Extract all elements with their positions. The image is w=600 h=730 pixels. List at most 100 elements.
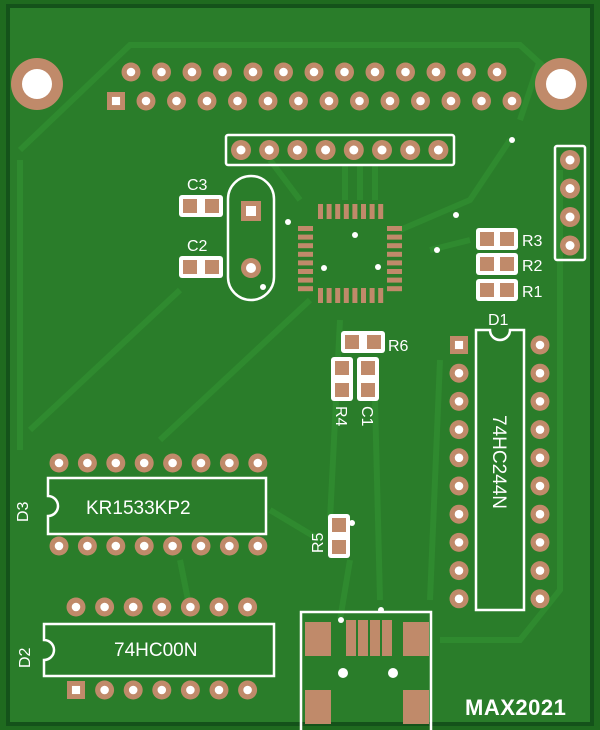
crystal-pads — [241, 201, 261, 278]
header-pin-hole — [264, 145, 274, 155]
via — [338, 617, 344, 623]
d2-part-number: 74HC00N — [114, 640, 197, 661]
via — [352, 232, 358, 238]
ic-pin-hole — [186, 685, 195, 695]
ic-pin-hole — [454, 368, 464, 378]
header-pin-hole — [565, 212, 575, 222]
ic-pad — [298, 243, 313, 249]
header-pin-hole — [462, 67, 471, 77]
header-pin-hole — [236, 145, 246, 155]
ic-pad — [298, 234, 313, 240]
ic-pad — [387, 286, 402, 292]
r6-label: R6 — [388, 338, 409, 355]
ic-pin-hole — [454, 340, 464, 350]
board-outline — [6, 4, 594, 726]
header-pin-hole — [126, 67, 136, 77]
r2-label: R2 — [522, 258, 543, 275]
d3-outline — [46, 476, 268, 536]
ic-pin-hole — [83, 541, 92, 551]
ic-pad — [387, 251, 402, 257]
ic-pad — [352, 204, 358, 219]
ic-pin-hole — [71, 602, 81, 612]
header-pin-hole — [477, 96, 486, 106]
usb-connector-outline — [299, 610, 433, 730]
ic-pin-hole — [454, 425, 464, 434]
ic-pad — [298, 226, 313, 231]
r5-label: R5 — [310, 532, 327, 553]
header-pin-hole — [446, 96, 456, 106]
header-pin-hole — [492, 67, 502, 77]
header-pin-hole — [157, 67, 166, 77]
ic-pin-hole — [196, 541, 206, 551]
ic-pin-hole — [454, 509, 464, 519]
d1-part-number: 74HC244N — [488, 415, 509, 509]
header-pin-hole — [324, 96, 334, 106]
ic-pad — [298, 286, 313, 292]
ic-pad — [387, 234, 402, 240]
microcontroller-footprint — [298, 204, 402, 303]
via — [509, 137, 515, 143]
header-pin-hole — [565, 184, 575, 193]
ic-pin-hole — [139, 541, 149, 551]
header-pin-hole — [279, 67, 288, 77]
ic-pin-hole — [454, 481, 464, 491]
capacitor-c2 — [179, 256, 223, 278]
d3-part-number: KR1533KP2 — [86, 498, 191, 519]
via — [285, 219, 291, 225]
ic-pin-hole — [454, 566, 464, 575]
ic-pad — [298, 251, 313, 257]
ic-pad — [298, 269, 313, 274]
via — [349, 520, 355, 526]
header-pin-hole — [349, 145, 359, 155]
mounting-hole-left — [11, 58, 63, 110]
ic-pin-hole — [83, 458, 92, 468]
ic-pin-hole — [225, 458, 234, 468]
header-pin-hole — [433, 145, 443, 155]
header-pin-hole — [321, 145, 331, 155]
header-pin-hole — [377, 145, 387, 155]
ic-pad — [361, 288, 366, 303]
header-pin-hole — [292, 145, 302, 155]
ic-pin-hole — [243, 685, 252, 695]
ic-pin-hole — [454, 538, 464, 547]
via — [375, 264, 381, 270]
header-pin-hole — [172, 96, 181, 106]
ic-pin-hole — [71, 685, 81, 695]
ic-pad — [326, 288, 332, 303]
ic-pin-hole — [111, 458, 121, 468]
ic-pin-hole — [139, 458, 149, 468]
ic-pad — [378, 288, 384, 303]
ic-pad — [387, 226, 402, 231]
ic-pin-hole — [54, 541, 64, 551]
header-1x4 — [560, 150, 580, 256]
d1-outline — [474, 328, 526, 612]
ic-pin-hole — [100, 685, 109, 695]
ic-pin-hole — [128, 685, 138, 695]
capacitor-c3 — [179, 195, 223, 217]
d2-label: D2 — [17, 647, 34, 668]
ic-pin-hole — [535, 481, 545, 491]
ic-pad — [387, 269, 402, 274]
header-pin-hole — [218, 67, 227, 77]
ic-pad — [335, 288, 341, 303]
header-1x4-outline — [553, 144, 587, 262]
resistor-r4 — [331, 357, 353, 401]
header-1x8-outline — [224, 133, 456, 167]
header-pin-hole — [385, 96, 395, 106]
usb-connector-pads — [305, 620, 429, 724]
ic-pin-hole — [168, 541, 177, 551]
crystal-outline — [226, 174, 276, 302]
header-pin-hole — [565, 155, 575, 165]
ic-pin-hole — [214, 685, 224, 695]
d2-outline — [42, 622, 276, 678]
header-pin-hole — [141, 96, 151, 106]
via — [453, 212, 459, 218]
ic-pin-hole — [253, 541, 263, 551]
d3-pins — [49, 453, 268, 556]
ic-pin-hole — [157, 685, 167, 695]
ic-pin-hole — [535, 566, 545, 575]
ic-pin-hole — [186, 602, 195, 612]
capacitor-c1 — [357, 357, 379, 401]
d1-pins — [449, 335, 550, 609]
